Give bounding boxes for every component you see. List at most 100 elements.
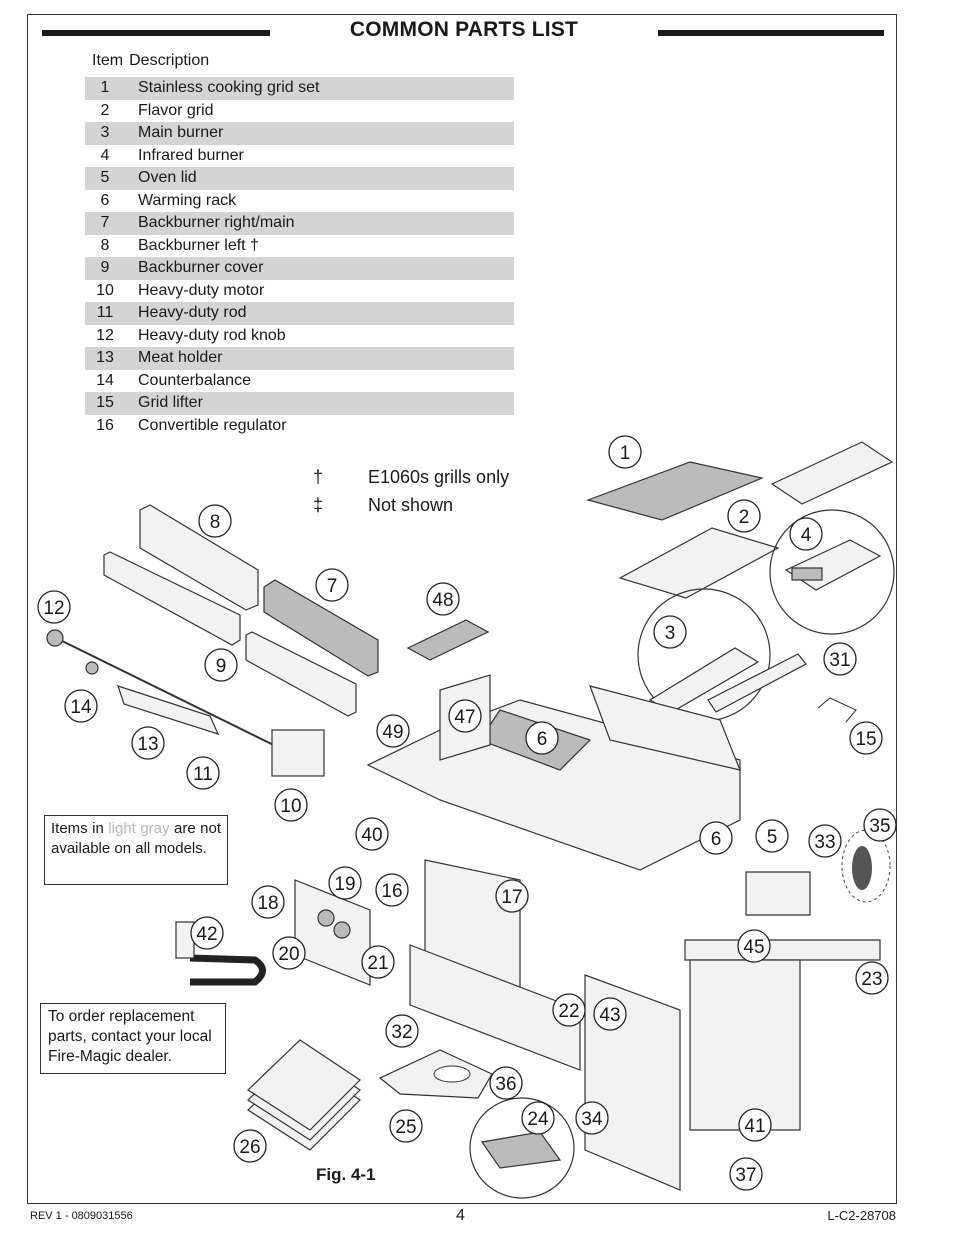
column-item: Item [92, 52, 124, 69]
callout-35: 35 [863, 808, 897, 842]
cooking-grid-drawing [586, 461, 780, 599]
callout-10: 10 [274, 788, 308, 822]
svg-text:23: 23 [861, 969, 882, 990]
callout-9: 9 [204, 648, 238, 682]
svg-text:47: 47 [454, 707, 475, 728]
callout-7: 7 [315, 568, 349, 602]
svg-text:10: 10 [280, 796, 301, 817]
title-rule-left [42, 30, 270, 36]
callout-49: 49 [376, 714, 410, 748]
svg-text:42: 42 [196, 924, 217, 945]
svg-text:6: 6 [711, 829, 722, 850]
svg-text:22: 22 [558, 1001, 579, 1022]
callout-11: 11 [186, 756, 220, 790]
light-gray-label: light gray [108, 820, 170, 837]
svg-text:26: 26 [239, 1137, 260, 1158]
column-description: Description [129, 52, 210, 69]
svg-text:24: 24 [527, 1109, 549, 1130]
callout-25: 25 [389, 1109, 423, 1143]
callout-16: 16 [375, 873, 409, 907]
grill-body-drawing [366, 674, 881, 1191]
callout-41: 41 [738, 1108, 772, 1142]
callout-13: 13 [131, 726, 165, 760]
callout-43: 43 [593, 997, 627, 1031]
revision-code: REV 1 - 0809031556 [30, 1210, 133, 1222]
svg-text:17: 17 [501, 887, 522, 908]
main-burner-drawing [637, 588, 807, 722]
callout-12: 12 [37, 590, 71, 624]
callout-15: 15 [849, 721, 883, 755]
callout-23: 23 [855, 961, 889, 995]
callout-2: 2 [727, 499, 761, 533]
page-frame [27, 14, 897, 1204]
legend-row: ‡Not shown [312, 495, 454, 515]
callout-21: 21 [361, 945, 395, 979]
svg-text:18: 18 [257, 893, 278, 914]
order-note: To order replacement parts, contact your… [40, 1003, 226, 1074]
svg-text:13: 13 [137, 734, 158, 755]
svg-text:1: 1 [620, 443, 631, 464]
callout-6b: 6 [699, 821, 733, 855]
callout-42: 42 [190, 916, 224, 950]
svg-text:21: 21 [367, 953, 388, 974]
figure-label: Fig. 4-1 [316, 1165, 376, 1184]
page-number: 4 [456, 1207, 465, 1224]
svg-text:11: 11 [193, 764, 213, 785]
svg-text:36: 36 [495, 1074, 516, 1095]
callout-36: 36 [489, 1066, 523, 1100]
svg-text:25: 25 [395, 1117, 416, 1138]
griddle-trays-drawing [247, 1039, 361, 1151]
svg-text:45: 45 [743, 937, 764, 958]
callout-18: 18 [251, 885, 285, 919]
svg-text:8: 8 [210, 512, 221, 533]
callout-34: 34 [575, 1101, 609, 1135]
callout-33: 33 [808, 824, 842, 858]
legend-row: †E1060s grills only [312, 467, 510, 487]
callout-37: 37 [729, 1157, 763, 1191]
title-rule-right [658, 30, 884, 36]
backburner-drawing [103, 504, 379, 717]
svg-text:34: 34 [581, 1109, 603, 1130]
svg-text:48: 48 [432, 590, 453, 611]
callout-19: 19 [328, 866, 362, 900]
svg-text:7: 7 [327, 576, 338, 597]
grid-48-drawing [406, 619, 490, 661]
svg-text:33: 33 [814, 832, 835, 853]
svg-text:41: 41 [744, 1116, 765, 1137]
callout-32: 32 [385, 1014, 419, 1048]
svg-text:14: 14 [70, 697, 92, 718]
svg-text:6: 6 [537, 729, 548, 750]
svg-text:40: 40 [361, 825, 382, 846]
callout-14: 14 [64, 689, 98, 723]
svg-text:19: 19 [334, 874, 355, 895]
svg-text:15: 15 [855, 729, 876, 750]
svg-text:16: 16 [381, 881, 402, 902]
svg-text:9: 9 [216, 656, 227, 677]
callout-20: 20 [272, 936, 306, 970]
callout-22: 22 [552, 993, 586, 1027]
callout-48: 48 [426, 582, 460, 616]
svg-text:4: 4 [801, 525, 812, 546]
callout-24: 24 [521, 1101, 555, 1135]
callout-40: 40 [355, 817, 389, 851]
document-code: L-C2-28708 [827, 1208, 896, 1223]
callout-6: 6 [525, 721, 559, 755]
callout-31: 31 [823, 642, 857, 676]
availability-note: Items in light gray are not available on… [44, 815, 228, 885]
